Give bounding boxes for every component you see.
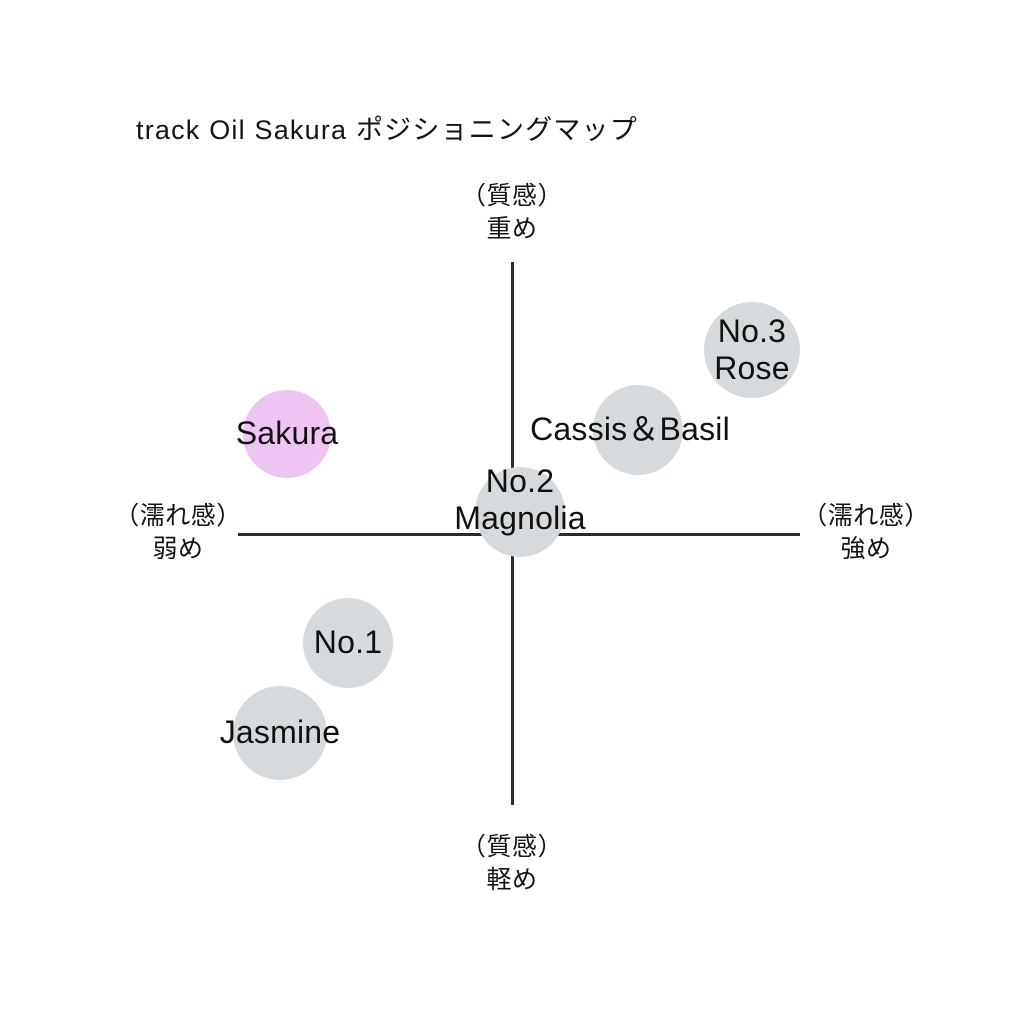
axis-label-bottom-line2: 軽め (486, 866, 538, 894)
bubble-no1 (303, 598, 393, 688)
axis-label-bottom-line1: （質感） (460, 833, 563, 861)
point-label-no2-magnolia-line1: No.2 (485, 462, 555, 499)
axis-label-top: （質感） 重め (400, 180, 624, 246)
point-label-no3-rose-line1: No.3 (717, 312, 787, 349)
axis-label-left: （濡れ感） 弱め (98, 500, 258, 566)
axis-label-right: （濡れ感） 強め (786, 500, 946, 566)
axis-label-right-line2: 強め (840, 535, 892, 563)
point-label-cassis-basil-line1: Cassis＆Basil (530, 411, 730, 448)
axis-label-top-line2: 重め (486, 215, 538, 243)
point-label-jasmine: Jasmine (220, 714, 341, 751)
point-label-no1-line1: No.1 (313, 624, 383, 661)
page-title: track Oil Sakura ポジショニングマップ (136, 115, 638, 145)
point-label-no2-magnolia-line2: Magnolia (454, 500, 586, 536)
axis-label-left-line2: 弱め (152, 535, 204, 563)
axis-label-top-line1: （質感） (460, 182, 563, 210)
point-label-sakura: Sakura (236, 415, 339, 452)
point-label-no3-rose-line2: Rose (714, 350, 790, 386)
point-label-jasmine-line1: Jasmine (219, 714, 341, 751)
point-label-sakura-line1: Sakura (235, 415, 339, 452)
axis-label-left-line1: （濡れ感） (114, 502, 242, 530)
bubble-jasmine (233, 686, 327, 780)
point-label-no1: No.1 (314, 624, 382, 661)
bubble-no3-rose (704, 302, 800, 398)
bubble-no2-magnolia (475, 467, 565, 557)
bubble-cassis-basil (593, 385, 683, 475)
bubble-sakura (243, 390, 331, 478)
axis-label-right-line1: （濡れ感） (802, 502, 930, 530)
axis-label-bottom: （質感） 軽め (400, 831, 624, 897)
point-label-cassis-basil: Cassis＆Basil (530, 411, 730, 448)
